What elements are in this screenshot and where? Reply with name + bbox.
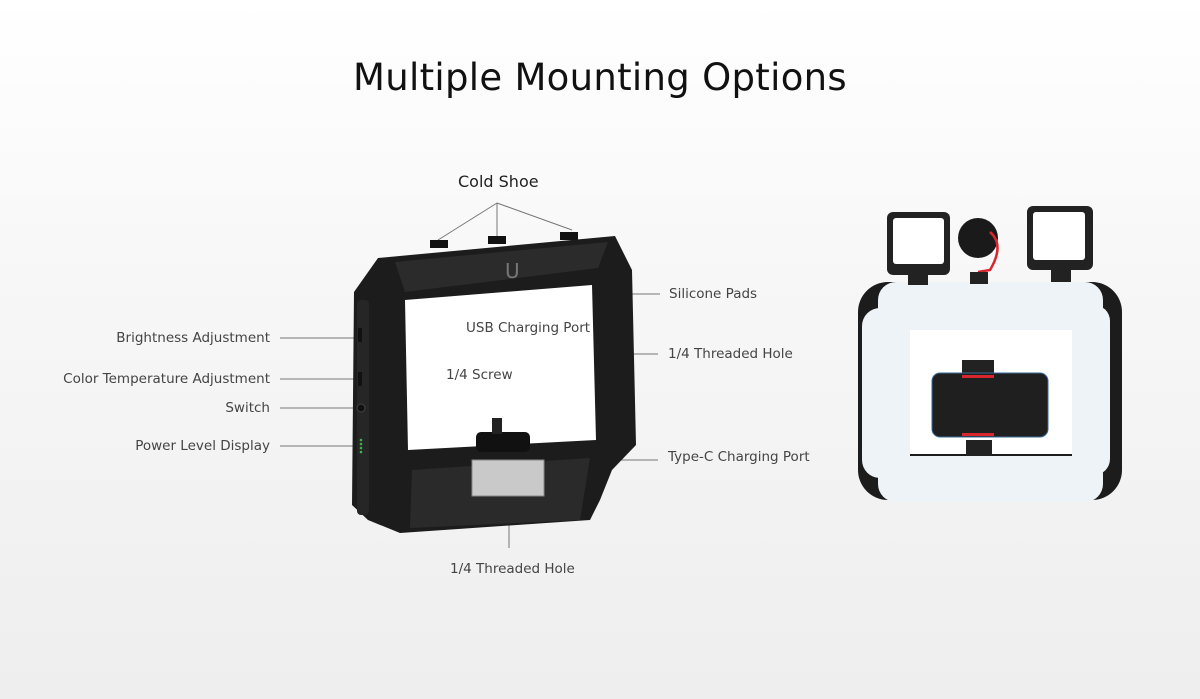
label-threaded-hole-bottom: 1/4 Threaded Hole <box>450 561 575 577</box>
label-threaded-hole-side: 1/4 Threaded Hole <box>668 346 793 362</box>
label-power-level: Power Level Display <box>135 438 270 454</box>
label-cold-shoe: Cold Shoe <box>458 172 539 191</box>
label-type-c-port: Type-C Charging Port <box>668 449 810 465</box>
screw-mount <box>476 432 530 452</box>
svg-text:U: U <box>505 259 520 283</box>
page-title: Multiple Mounting Options <box>353 56 847 99</box>
power-led-icon <box>359 438 363 454</box>
label-switch: Switch <box>225 400 270 416</box>
label-silicone-pads: Silicone Pads <box>669 286 758 302</box>
label-brightness: Brightness Adjustment <box>116 330 270 346</box>
label-color-temperature: Color Temperature Adjustment <box>63 371 270 387</box>
rig-frame: U <box>352 232 636 533</box>
rig-with-accessories <box>858 206 1122 502</box>
spec-plate <box>471 459 545 497</box>
label-screw: 1/4 Screw <box>446 367 513 383</box>
label-usb-charging-port: USB Charging Port <box>466 320 591 336</box>
microphone-icon <box>958 218 998 258</box>
